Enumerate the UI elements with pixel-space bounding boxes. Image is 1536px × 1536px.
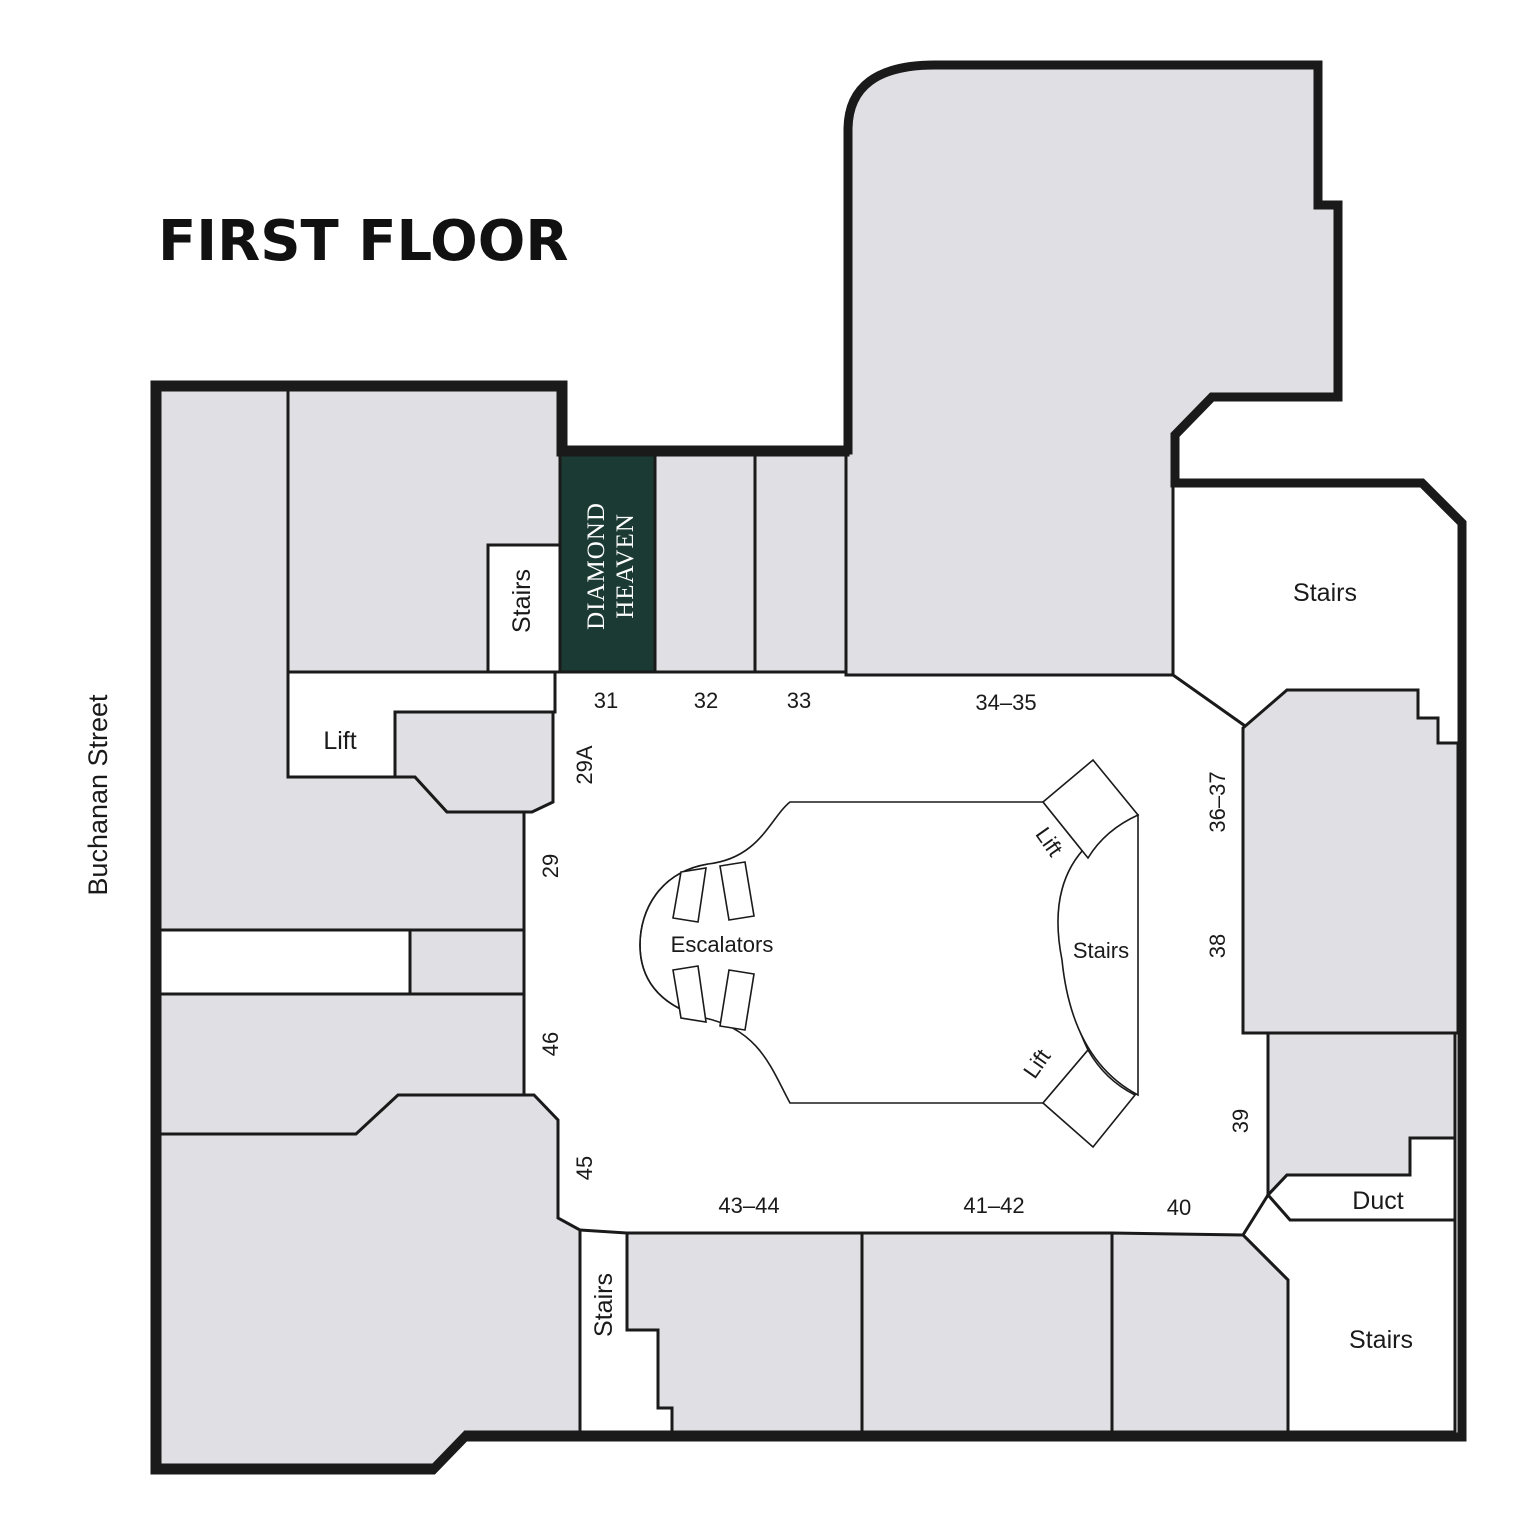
unit-number-33: 33 <box>787 688 811 713</box>
lift-center-bottom[interactable] <box>1041 1048 1137 1149</box>
unit-number-46: 46 <box>538 1032 563 1056</box>
stairs-bottom-left-label: Stairs <box>590 1273 618 1337</box>
lift-center-top[interactable] <box>1041 758 1140 860</box>
shop-unit-40[interactable] <box>1110 1231 1290 1434</box>
shop-unit-29-small[interactable] <box>408 928 526 996</box>
escalator-step <box>672 965 707 1023</box>
shop-unit-29a[interactable] <box>393 710 555 814</box>
stairs-top-left-label: Stairs <box>508 569 536 633</box>
shop-unit-32[interactable] <box>653 453 757 674</box>
shop-unit-45[interactable] <box>158 1093 582 1467</box>
duct-label: Duct <box>1352 1187 1403 1215</box>
unit-number-45: 45 <box>572 1156 597 1180</box>
unit-number-36-37: 36–37 <box>1205 771 1230 832</box>
unit-number-29: 29 <box>538 854 563 878</box>
diamond-heaven-store[interactable] <box>558 453 657 674</box>
floor-title: FIRST FLOOR <box>158 209 569 274</box>
escalator-step <box>672 867 707 923</box>
unit-number-39: 39 <box>1228 1109 1253 1133</box>
corridor-left <box>158 928 412 996</box>
unit-number-34-35: 34–35 <box>975 690 1036 715</box>
stairs-bottom-left <box>578 1228 674 1434</box>
unit-number-32: 32 <box>694 688 718 713</box>
escalator-step <box>719 969 755 1031</box>
shop-unit-36-38[interactable] <box>1241 688 1460 1035</box>
unit-number-31: 31 <box>594 688 618 713</box>
unit-number-43-44: 43–44 <box>718 1193 779 1218</box>
unit-number-40: 40 <box>1167 1195 1191 1220</box>
unit-number-29a: 29A <box>572 745 597 784</box>
street-label: Buchanan Street <box>83 694 113 896</box>
unit-number-41-42: 41–42 <box>963 1193 1024 1218</box>
escalator-step <box>719 861 755 921</box>
escalators-label: Escalators <box>671 932 774 957</box>
unit-number-38: 38 <box>1205 934 1230 958</box>
shop-unit-33[interactable] <box>753 453 848 674</box>
diamond-heaven-name-line1: DIAMOND <box>583 502 610 630</box>
shop-unit-41-42[interactable] <box>860 1231 1114 1434</box>
diamond-heaven-name-line2: HEAVEN <box>612 513 639 619</box>
building-outline <box>150 60 1467 1475</box>
stairs-bottom-right-label: Stairs <box>1349 1326 1413 1354</box>
stairs-center-label: Stairs <box>1073 938 1129 963</box>
escalator-curve <box>639 863 709 1019</box>
shop-unit-43-44[interactable] <box>625 1231 864 1434</box>
stairs-top-right-label: Stairs <box>1293 579 1357 607</box>
lift-left-label: Lift <box>323 727 356 755</box>
